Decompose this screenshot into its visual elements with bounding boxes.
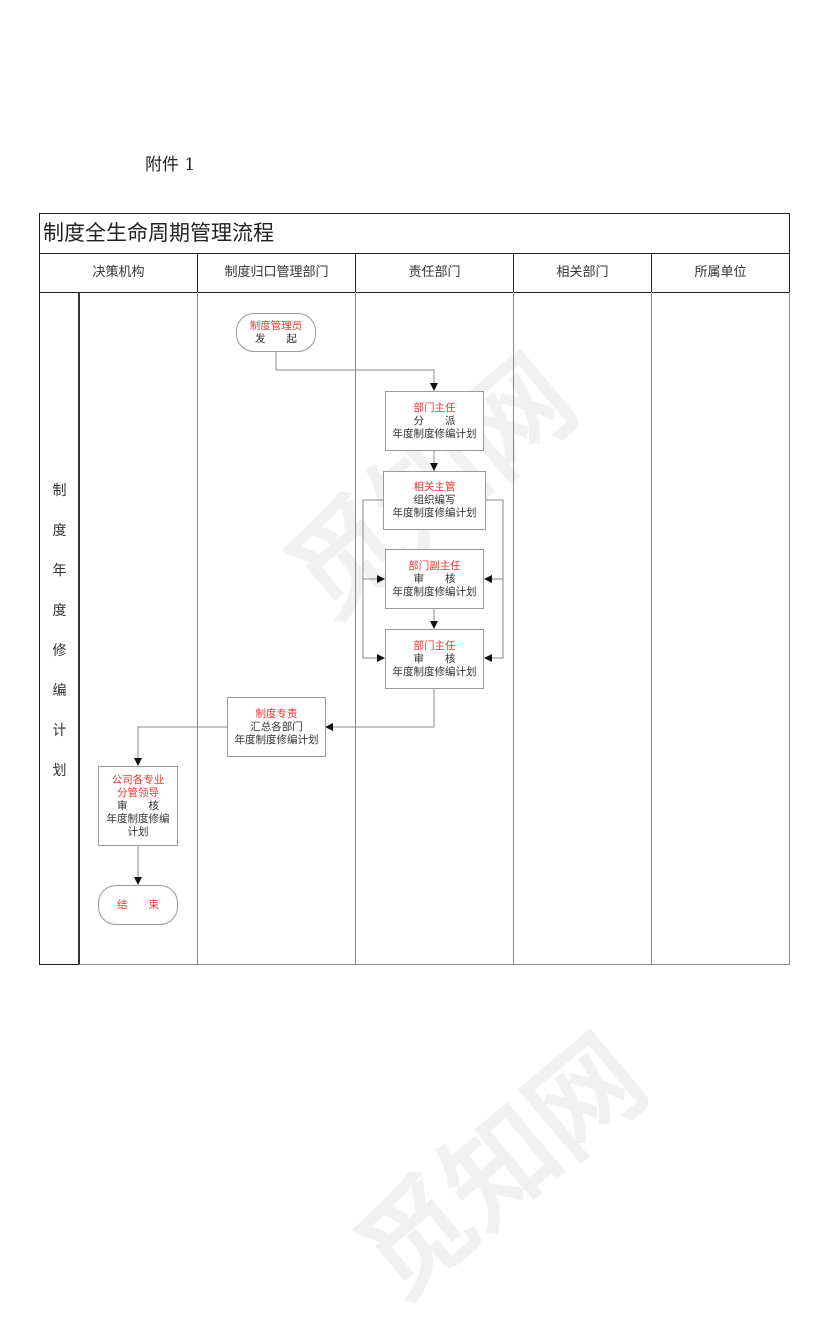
column-header-subsidiary: 所属单位 xyxy=(651,253,790,293)
supervisor-draft-node[interactable]: 相关主管 组织编写 年度制度修编计划 xyxy=(383,471,486,530)
table-bottom-border xyxy=(79,964,790,965)
stage-column xyxy=(39,292,80,965)
deputy-review-node[interactable]: 部门副主任 审 核 年度制度修编计划 xyxy=(385,549,484,609)
lane-divider xyxy=(197,292,198,964)
start-node[interactable]: 制度管理员 发 起 xyxy=(236,313,316,352)
stage-char: 修 xyxy=(52,643,67,659)
stage-char: 编 xyxy=(52,683,67,699)
stage-char: 划 xyxy=(52,763,67,779)
node-role-line-1: 公司各专业 xyxy=(111,773,165,786)
node-action: 汇总各部门 xyxy=(250,720,303,733)
stage-char: 制 xyxy=(52,483,67,499)
node-role: 部门副主任 xyxy=(408,559,461,572)
node-action: 审 核 xyxy=(413,572,456,585)
stage-char: 年 xyxy=(52,563,67,579)
node-action: 审 核 xyxy=(413,652,456,665)
stage-char: 度 xyxy=(52,523,67,539)
lane-divider xyxy=(651,292,652,964)
node-role-line-2: 分管领导 xyxy=(117,786,159,799)
stage-char: 度 xyxy=(52,603,67,619)
attachment-label: 附件 1 xyxy=(145,155,196,175)
node-subject: 年度制度修编 xyxy=(106,812,170,825)
node-role: 部门主任 xyxy=(413,639,456,652)
node-subject: 年度制度修编计划 xyxy=(234,733,319,746)
node-action: 组织编写 xyxy=(413,494,456,506)
node-subject: 年度制度修编计划 xyxy=(392,427,477,440)
node-action: 分 派 xyxy=(413,414,456,427)
node-role: 部门主任 xyxy=(413,401,456,414)
lane-divider xyxy=(513,292,514,964)
stage-char: 计 xyxy=(52,723,67,739)
node-role: 相关主管 xyxy=(413,481,456,493)
node-action: 审 核 xyxy=(117,799,159,812)
dept-head-assign-node[interactable]: 部门主任 分 派 年度制度修编计划 xyxy=(385,391,484,451)
node-role: 结 束 xyxy=(117,898,159,911)
node-subject-cont: 计划 xyxy=(127,825,149,838)
node-action: 发 起 xyxy=(255,332,297,345)
node-subject: 年度制度修编计划 xyxy=(392,585,477,598)
flow-connectors xyxy=(134,352,504,885)
leaders-review-node[interactable]: 公司各专业 分管领导 审 核 年度制度修编 计划 xyxy=(98,766,178,846)
specialist-compile-node[interactable]: 制度专责 汇总各部门 年度制度修编计划 xyxy=(227,697,326,757)
end-node[interactable]: 结 束 xyxy=(98,885,178,925)
node-role: 制度管理员 xyxy=(249,319,303,332)
lane-divider xyxy=(355,292,356,964)
table-right-border xyxy=(789,292,790,965)
node-subject: 年度制度修编计划 xyxy=(392,507,477,519)
node-subject: 年度制度修编计划 xyxy=(392,665,477,678)
dept-head-review-node[interactable]: 部门主任 审 核 年度制度修编计划 xyxy=(385,629,484,689)
node-role: 制度专责 xyxy=(255,707,298,720)
